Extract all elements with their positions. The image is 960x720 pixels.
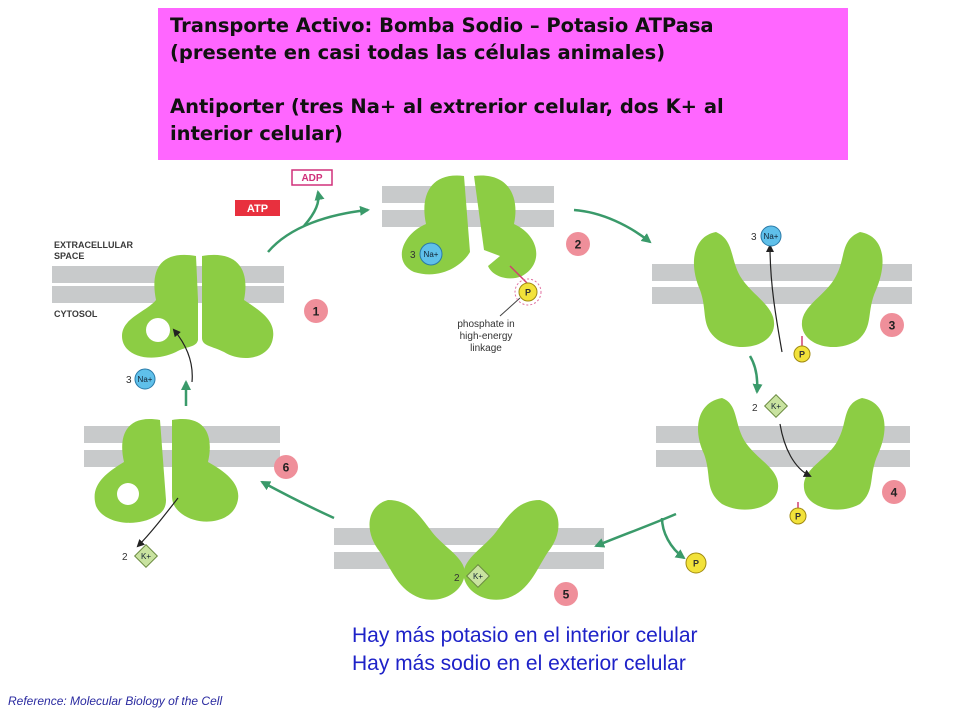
svg-text:K+: K+ [141,552,151,561]
phosphate-note-line1: phosphate in [457,319,514,330]
svg-text:1: 1 [313,305,320,319]
pump-stage-2 [401,175,537,279]
svg-text:2: 2 [575,238,582,252]
svg-text:P: P [693,559,699,569]
title-line-4: interior celular) [170,122,343,145]
step-badge-4: 4 [882,480,906,504]
potassium-ion-stage-5: 2 K+ [454,563,491,589]
sodium-ion-stage-1: 3 Na+ [126,368,156,390]
ion-arrows [136,244,812,548]
title-box: Transporte Activo: Bomba Sodio – Potasio… [158,8,848,160]
pump-stage-3 [693,232,883,348]
svg-text:K+: K+ [771,402,781,411]
svg-text:ATP: ATP [247,203,268,215]
potassium-ion-stage-6: 2 K+ [122,543,159,569]
phosphate-stage-2: P [514,278,542,306]
svg-text:P: P [799,350,805,360]
svg-text:3: 3 [410,250,416,261]
sodium-ion-stage-2: 3 Na+ [410,242,443,266]
svg-text:K+: K+ [473,572,483,581]
svg-text:Na+: Na+ [764,232,779,241]
step-badge-1: 1 [304,299,328,323]
step-badge-2: 2 [566,232,590,256]
title-line-3: Antiporter (tres Na+ al extrerior celula… [170,95,724,118]
phosphate-note-line3: linkage [470,343,502,354]
svg-text:3: 3 [889,319,896,333]
svg-text:Na+: Na+ [138,375,153,384]
step-badge-3: 3 [880,313,904,337]
phosphate-released: P [685,552,707,574]
summary-notes: Hay más potasio en el interior celular H… [352,622,698,678]
svg-text:3: 3 [126,375,132,386]
svg-text:2: 2 [752,403,758,414]
atp-tag: ATP [235,200,280,216]
title-line-2: (presente en casi todas las células anim… [170,41,666,64]
svg-text:4: 4 [891,486,898,500]
svg-text:5: 5 [563,588,570,602]
note-potassium: Hay más potasio en el interior celular [352,624,698,647]
svg-text:3: 3 [751,232,757,243]
extracellular-space-label: SPACE [54,251,84,261]
cytosol-label: CYTOSOL [54,309,98,319]
adp-tag: ADP [291,169,333,186]
potassium-ion-stage-4: 2 K+ [752,393,789,419]
svg-text:2: 2 [122,552,128,563]
svg-text:Na+: Na+ [424,250,439,259]
note-sodium: Hay más sodio en el exterior celular [352,652,686,675]
phosphate-stage-3: P [793,345,811,363]
pump-stage-5 [369,500,559,600]
svg-text:ADP: ADP [301,173,322,184]
membrane-stage-2 [382,186,554,227]
extracellular-label: EXTRACELLULAR [54,240,133,250]
phosphate-stage-4: P [789,507,807,525]
cycle-arrows [181,190,763,560]
sodium-ion-stage-3: 3 Na+ [751,225,782,247]
phosphate-note-line2: high-energy [460,331,513,342]
svg-text:P: P [525,288,531,298]
svg-text:P: P [795,512,801,522]
reference-text: Reference: Molecular Biology of the Cell [8,694,223,708]
svg-text:2: 2 [454,573,460,584]
phosphate-note-pointer [499,297,521,317]
title-line-1: Transporte Activo: Bomba Sodio – Potasio… [170,14,714,37]
pump-stage-6 [94,419,239,523]
step-badge-6: 6 [274,455,298,479]
step-badge-5: 5 [554,582,578,606]
svg-text:6: 6 [283,461,290,475]
pump-stage-4 [698,398,885,510]
